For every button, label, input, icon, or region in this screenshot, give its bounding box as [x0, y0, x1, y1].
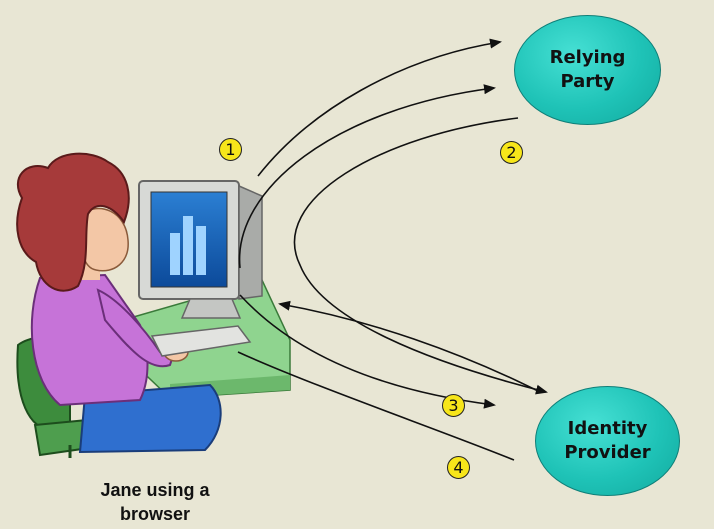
step-2-badge: 2: [500, 141, 523, 164]
screen-bar-3: [196, 226, 206, 275]
relying-party-node: Relying Party: [514, 15, 661, 125]
step-1-badge: 1: [219, 138, 242, 161]
monitor-stand: [180, 298, 242, 319]
step-3-badge: 3: [442, 394, 465, 417]
screen-bar-2: [183, 216, 193, 275]
arrow-step-1-lower: [238, 84, 496, 269]
step-4-badge: 4: [447, 456, 470, 479]
user-caption: Jane using a browser: [100, 480, 210, 524]
jane-hair: [16, 152, 130, 292]
arrow-step-4: [237, 351, 515, 461]
identity-provider-node: Identity Provider: [535, 386, 680, 496]
arrow-step-2-redirect: [293, 117, 548, 395]
jane-computer-illustration: [16, 152, 291, 458]
flow-arrows: [237, 38, 548, 461]
keyboard: [150, 325, 252, 357]
arrow-step-3-idp-back: [278, 300, 541, 393]
arrow-step-1-upper: [257, 38, 502, 177]
screen-bar-1: [170, 233, 180, 275]
